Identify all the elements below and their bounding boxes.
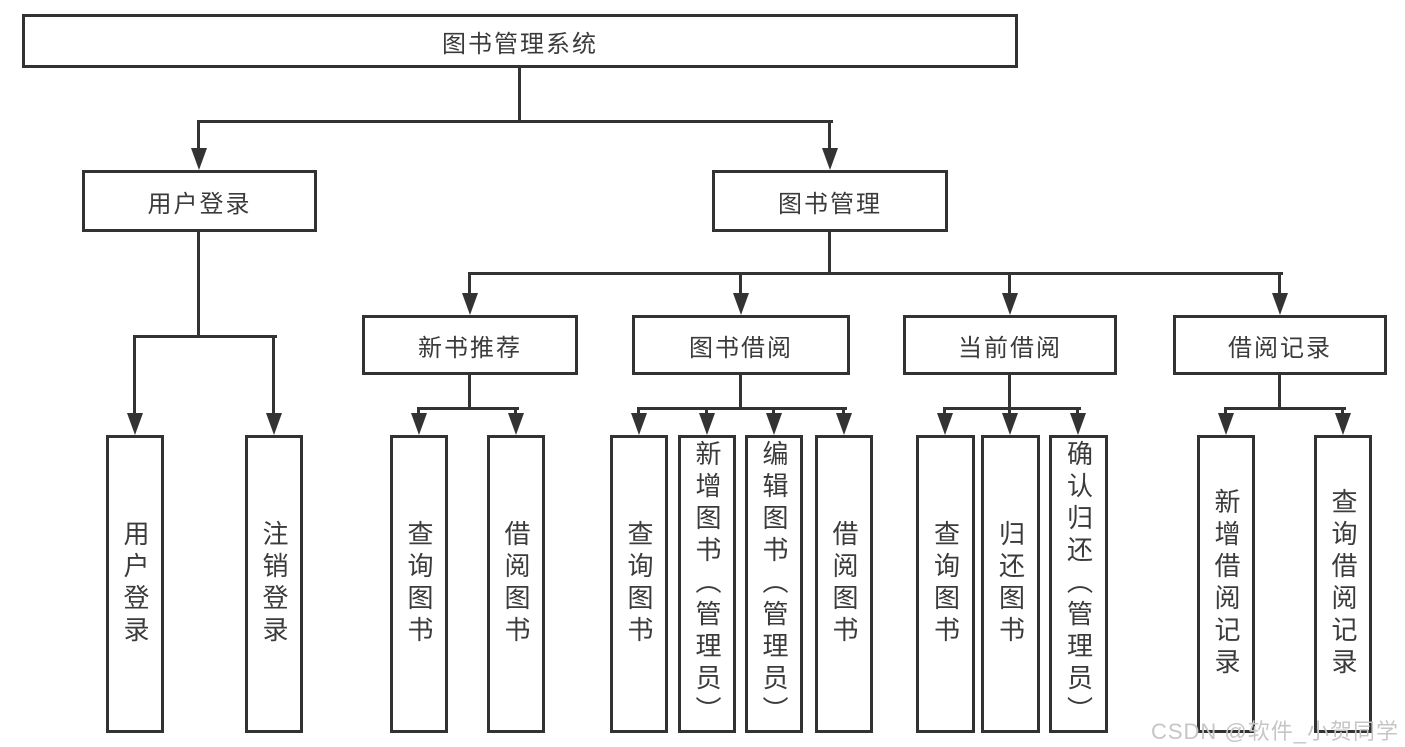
node-label: 用户登录: [120, 520, 150, 648]
node-leaf-logout: 注销登录: [245, 435, 303, 733]
connector-line: [828, 232, 831, 272]
node-label: 当前借阅: [958, 334, 1062, 362]
connector-line: [135, 335, 277, 338]
connector-line: [637, 407, 640, 413]
node-label: 查询图书: [404, 520, 434, 648]
node-label: 确认归还（管理员）: [1063, 440, 1094, 728]
connector-line: [943, 407, 946, 413]
connector-line: [468, 272, 471, 293]
node-label: 借阅图书: [501, 520, 531, 648]
csdn-watermark: CSDN @软件_小贺同学: [1150, 719, 1399, 744]
connector-line: [1008, 407, 1011, 413]
arrow-down-icon: [508, 413, 524, 435]
node-label: 编辑图书（管理员）: [759, 440, 789, 728]
node-leaf-add-borrow-record: 新增借阅记录: [1197, 435, 1255, 733]
node-label: 注销登录: [259, 520, 289, 648]
connector-line: [1226, 407, 1346, 410]
connector-line: [1341, 407, 1344, 413]
arrow-down-icon: [733, 293, 749, 315]
node-label: 用户登录: [147, 190, 252, 218]
node-leaf-user-login: 用户登录: [106, 435, 164, 733]
connector-line: [1008, 272, 1011, 293]
connector-line: [739, 375, 742, 407]
arrow-down-icon: [836, 413, 852, 435]
arrow-down-icon: [1218, 413, 1234, 435]
node-label: 图书管理: [778, 190, 882, 218]
arrow-down-icon: [822, 148, 838, 170]
arrow-down-icon: [1272, 293, 1288, 315]
node-label: 新增借阅记录: [1211, 488, 1241, 680]
arrow-down-icon: [1070, 413, 1086, 435]
node-label: 归还图书: [995, 520, 1026, 648]
node-new-book-recommend: 新书推荐: [362, 315, 578, 375]
arrow-down-icon: [191, 148, 207, 170]
connector-line: [1224, 407, 1227, 413]
arrow-down-icon: [1335, 413, 1351, 435]
connector-line: [828, 120, 831, 148]
node-label: 查询图书: [624, 520, 654, 648]
node-leaf-edit-book-admin: 编辑图书（管理员）: [745, 435, 803, 733]
connector-line: [272, 335, 275, 413]
connector-line: [199, 120, 833, 123]
connector-line: [417, 407, 420, 413]
node-leaf-borrow-book-1: 借阅图书: [487, 435, 545, 733]
connector-line: [739, 272, 742, 293]
node-label: 图书管理系统: [442, 30, 598, 58]
connector-line: [945, 407, 1081, 410]
node-root: 图书管理系统: [22, 14, 1018, 68]
node-leaf-return-book: 归还图书: [981, 435, 1040, 733]
node-leaf-query-book-3: 查询图书: [916, 435, 975, 733]
connector-line: [197, 120, 200, 148]
connector-line: [470, 272, 1283, 275]
connector-line: [133, 335, 136, 413]
node-label: 查询借阅记录: [1328, 488, 1358, 680]
node-book-borrow: 图书借阅: [632, 315, 850, 375]
arrow-down-icon: [631, 413, 647, 435]
arrow-down-icon: [766, 413, 782, 435]
node-leaf-borrow-book-2: 借阅图书: [815, 435, 873, 733]
node-leaf-add-book-admin: 新增图书（管理员）: [678, 435, 736, 733]
connector-line: [772, 407, 775, 413]
connector-line: [419, 407, 519, 410]
node-current-borrow: 当前借阅: [903, 315, 1117, 375]
connector-line: [1008, 375, 1011, 407]
node-user-login: 用户登录: [82, 170, 317, 232]
arrow-down-icon: [1002, 293, 1018, 315]
connector-line: [1076, 407, 1079, 413]
connector-line: [197, 232, 200, 335]
connector-line: [468, 375, 471, 407]
connector-line: [705, 407, 708, 413]
arrow-down-icon: [411, 413, 427, 435]
node-label: 借阅记录: [1228, 334, 1332, 362]
node-leaf-query-book-1: 查询图书: [390, 435, 448, 733]
node-label: 新增图书（管理员）: [692, 440, 722, 728]
connector-line: [514, 407, 517, 413]
arrow-down-icon: [937, 413, 953, 435]
node-label: 查询图书: [930, 520, 961, 648]
arrow-down-icon: [127, 413, 143, 435]
node-leaf-query-borrow-record: 查询借阅记录: [1314, 435, 1372, 733]
connector-line: [639, 407, 847, 410]
arrow-down-icon: [462, 293, 478, 315]
arrow-down-icon: [266, 413, 282, 435]
connector-line: [1278, 272, 1281, 293]
arrow-down-icon: [1002, 413, 1018, 435]
connector-line: [518, 68, 521, 120]
arrow-down-icon: [699, 413, 715, 435]
node-borrow-record: 借阅记录: [1173, 315, 1387, 375]
connector-line: [1278, 375, 1281, 407]
node-leaf-query-book-2: 查询图书: [610, 435, 668, 733]
node-leaf-confirm-return-admin: 确认归还（管理员）: [1049, 435, 1108, 733]
node-label: 新书推荐: [418, 334, 522, 362]
connector-line: [842, 407, 845, 413]
node-label: 借阅图书: [829, 520, 859, 648]
node-label: 图书借阅: [689, 334, 793, 362]
node-book-management: 图书管理: [712, 170, 948, 232]
